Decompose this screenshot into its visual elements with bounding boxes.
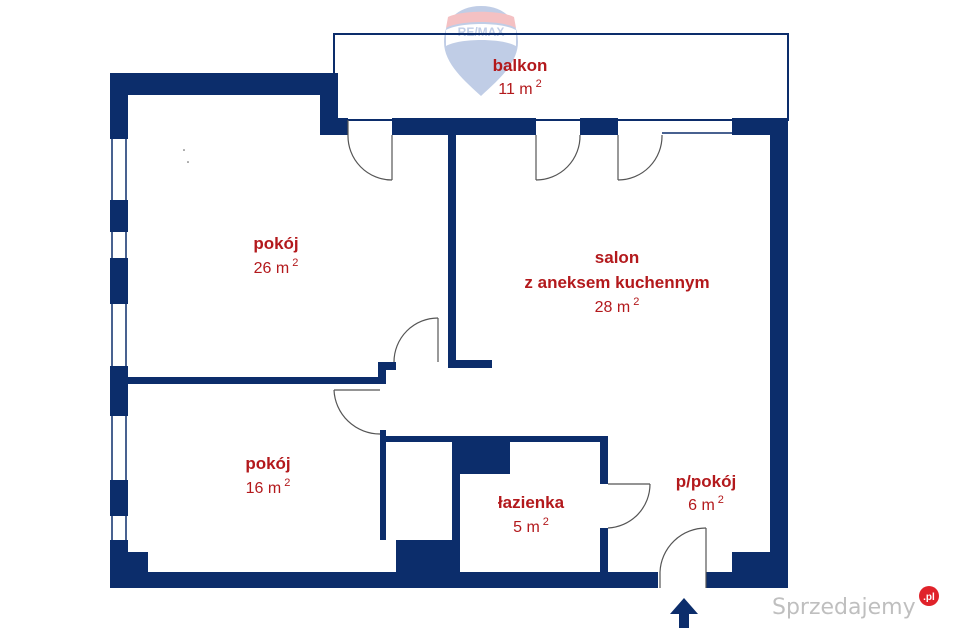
dot-mark-2 [187,161,189,163]
room-name: salon [595,248,639,267]
room-name: p/pokój [676,472,736,491]
watermark-badge-text: .pl [923,592,935,603]
logo-text: RE/MAX [458,25,505,39]
left-windows [111,139,127,540]
room-name: pokój [253,234,298,253]
watermark-text: Sprzedajemy [772,595,916,620]
door-swings [333,120,707,588]
watermark: Sprzedajemy .pl [772,586,939,620]
remax-logo: RE/MAX [444,6,518,96]
top-window [662,119,732,134]
room-name-line2: z aneksem kuchennym [524,273,709,292]
room-name: balkon [493,56,548,75]
room-name: pokój [245,454,290,473]
outer-walls [110,73,788,588]
interior-walls [128,133,608,588]
room-name: łazienka [498,493,565,512]
arrow-up-icon [670,598,698,628]
dot-mark [183,149,185,151]
balcony-outline [333,33,789,121]
watermark-badge [919,586,939,606]
